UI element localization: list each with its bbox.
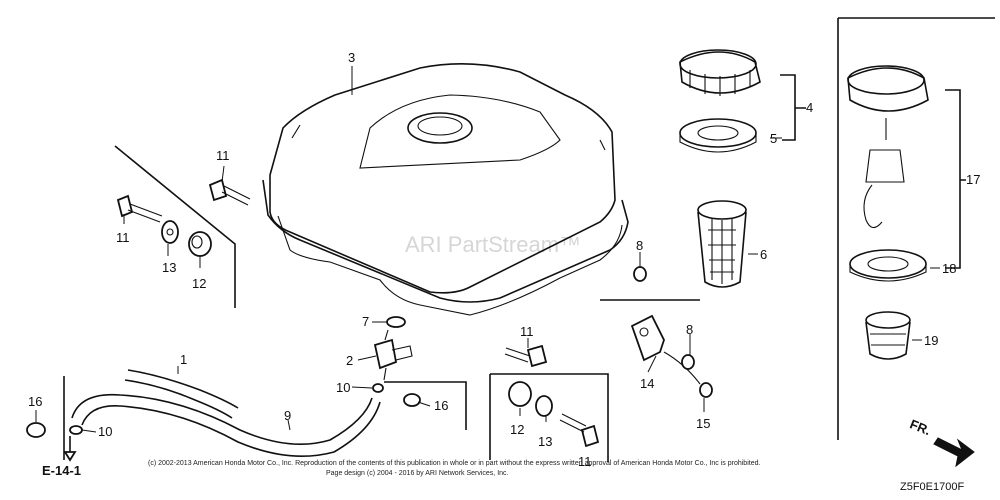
flange-bolt-icon[interactable] [633,266,647,282]
copyright-line-1: (c) 2002-2013 American Honda Motor Co., … [148,460,760,467]
callout-11b: 11 [216,148,230,163]
fuel-strainer-icon[interactable] [865,311,911,360]
callout-14: 14 [640,376,654,391]
callout-1: 1 [180,352,187,367]
washer-icon[interactable] [161,220,179,244]
callout-3: 3 [348,50,355,65]
fuel-cap-icon[interactable] [679,49,761,96]
watermark: ARI PartStream™ [405,232,581,257]
callout-6: 6 [760,247,767,262]
washer-icon[interactable] [535,395,553,417]
bracket-17-18 [945,89,966,269]
flange-bolt-icon[interactable] [559,413,600,448]
callout-11d: 11 [578,454,592,469]
leader-lines [35,66,940,433]
filler-cap-gasket-icon[interactable] [679,118,757,153]
fuel-strainer-icon[interactable] [697,200,747,288]
bracket-4-5 [780,74,806,141]
cushion-icon[interactable] [188,231,212,257]
callout-18: 18 [942,261,956,276]
callout-16a: 16 [28,394,42,409]
direction-label: FR. [908,416,933,438]
flange-bolt-icon[interactable] [208,178,251,206]
callout-15: 15 [696,416,710,431]
callout-11a: 11 [116,230,130,245]
flange-bolt-icon[interactable] [681,354,695,370]
tube-clip-icon[interactable] [403,393,421,407]
callout-4: 4 [806,100,813,115]
callout-5: 5 [770,131,777,146]
ref-arrow-head [63,451,77,462]
callout-12a: 12 [192,276,206,291]
cushion-icon[interactable] [508,381,532,407]
callout-9: 9 [284,408,291,423]
direction-arrow-icon: FR. [908,416,975,468]
fuel-valve-icon[interactable] [373,316,413,381]
diagram-code: Z5F0E1700F [900,481,964,493]
callout-19: 19 [924,333,938,348]
callout-13a: 13 [162,260,176,275]
fuel-tube-icon[interactable] [71,393,381,458]
fuel-tank-icon[interactable] [262,63,629,316]
group-bracket-right [837,17,995,440]
callout-2: 2 [346,353,353,368]
callout-11c: 11 [520,324,534,339]
tethered-cap-icon[interactable] [847,65,929,229]
callout-12b: 12 [510,422,524,437]
callout-17: 17 [966,172,980,187]
group-box-16 [384,381,467,430]
callout-8b: 8 [686,322,693,337]
callout-13b: 13 [538,434,552,449]
tube-clip-icon[interactable] [26,422,46,438]
tube-clip-icon[interactable] [372,383,384,393]
tube-clip-icon[interactable] [69,425,83,435]
flange-bolt-icon[interactable] [504,344,548,368]
bracket-icon[interactable] [630,314,701,385]
callout-8a: 8 [636,238,643,253]
flange-bolt-icon[interactable] [699,382,713,398]
filler-cap-gasket-icon[interactable] [849,249,927,282]
callout-10b: 10 [98,424,112,439]
fuel-tube-icon[interactable] [124,369,239,419]
group-bracket-left [114,145,236,308]
callout-10a: 10 [336,380,350,395]
reference-label[interactable]: E-14-1 [42,463,81,478]
group-box-bottom [489,373,609,462]
callout-7: 7 [362,314,369,329]
flange-bolt-icon[interactable] [116,194,163,223]
callout-16b: 16 [434,398,448,413]
copyright-line-2: Page design (c) 2004 - 2016 by ARI Netwo… [326,470,509,477]
